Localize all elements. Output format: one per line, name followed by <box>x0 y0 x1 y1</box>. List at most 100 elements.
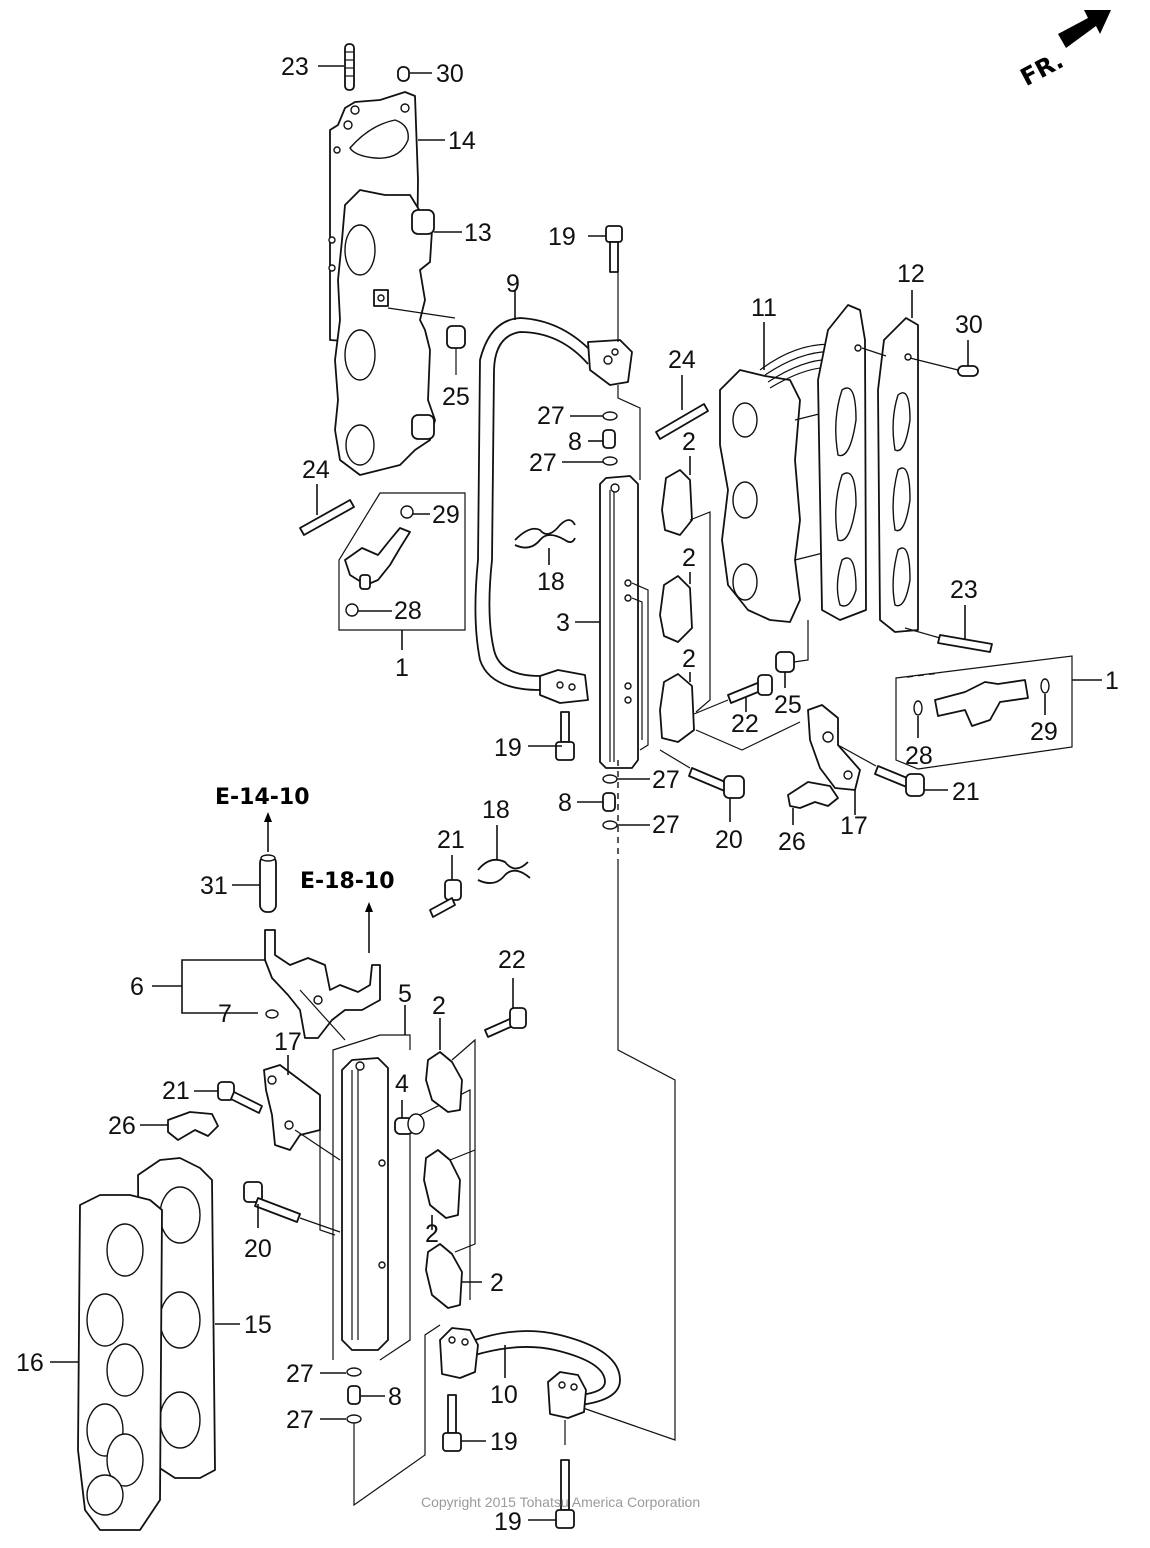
callout-17: 17 <box>274 1028 302 1056</box>
bolt-22-lower <box>484 978 527 1038</box>
gasket-16 <box>50 1194 163 1531</box>
stud-24-left <box>299 484 355 536</box>
copyright-notice: Copyright 2015 Tohatsu America Corporati… <box>421 1494 700 1510</box>
callout-9: 9 <box>506 270 520 298</box>
clip-18-lower <box>477 825 531 884</box>
callout-10: 10 <box>490 1381 518 1409</box>
callout-16: 16 <box>16 1349 44 1377</box>
nut-25-right <box>775 620 809 688</box>
callout-14: 14 <box>448 127 476 155</box>
callout-labels: 23 30 14 13 25 24 29 28 1 19 9 27 8 27 1… <box>16 53 1119 1536</box>
gasket-12 <box>861 290 959 633</box>
callout-2: 2 <box>490 1269 504 1297</box>
callout-26: 26 <box>778 828 806 856</box>
callout-5: 5 <box>398 980 412 1008</box>
callout-21: 21 <box>162 1077 190 1105</box>
callout-8: 8 <box>558 789 572 817</box>
manifold-11 <box>719 322 841 623</box>
callout-29: 29 <box>432 501 460 529</box>
callout-21: 21 <box>952 778 980 806</box>
callout-3: 3 <box>556 609 570 637</box>
callout-12: 12 <box>897 260 925 288</box>
washer-collar-bottom <box>320 1324 441 1507</box>
bolt-19-bottom-left <box>442 1394 486 1452</box>
callout-7: 7 <box>218 1000 232 1028</box>
pressure-regulator-6 <box>152 902 381 1041</box>
holders-2-upper <box>659 456 711 743</box>
callout-2: 2 <box>682 428 696 456</box>
callout-8: 8 <box>568 428 582 456</box>
callout-31: 31 <box>200 872 228 900</box>
callout-8: 8 <box>388 1383 402 1411</box>
callout-28: 28 <box>905 742 933 770</box>
callout-19: 19 <box>494 734 522 762</box>
clip-18-upper <box>514 519 576 565</box>
callout-18: 18 <box>537 568 565 596</box>
bolt-19-mid <box>528 711 575 761</box>
callout-27: 27 <box>537 402 565 430</box>
callout-1: 1 <box>1105 667 1119 695</box>
callout-4: 4 <box>395 1070 409 1098</box>
callout-1: 1 <box>395 654 409 682</box>
callout-30: 30 <box>436 60 464 88</box>
injector-kit-1-right <box>895 655 1102 770</box>
callout-23: 23 <box>950 576 978 604</box>
callout-28: 28 <box>394 597 422 625</box>
callout-29: 29 <box>1030 718 1058 746</box>
gasket-11b <box>817 304 867 621</box>
callout-2: 2 <box>425 1220 439 1248</box>
callout-24: 24 <box>668 346 696 374</box>
stud-24-right <box>655 375 709 440</box>
callout-19: 19 <box>490 1428 518 1456</box>
front-arrow-icon <box>1058 10 1111 48</box>
bolt-19-top <box>588 225 623 342</box>
callout-25: 25 <box>442 383 470 411</box>
bolt-19-bottom-right <box>528 1420 575 1529</box>
stud-23-right <box>904 605 993 653</box>
washer-collar-lower <box>559 760 676 1441</box>
clamp-26-right <box>787 781 839 825</box>
bolt-21-lower <box>429 855 462 918</box>
callout-27: 27 <box>286 1360 314 1388</box>
holders-2-lower <box>423 1018 482 1309</box>
plug-31 <box>232 812 277 913</box>
callout-26: 26 <box>108 1112 136 1140</box>
bolt-20-mid <box>659 749 745 822</box>
pin-30-top <box>397 66 432 82</box>
callout-18: 18 <box>482 796 510 824</box>
washer-collar-upper <box>562 385 641 480</box>
callout-22: 22 <box>498 946 526 974</box>
cross-ref-e-14-10[interactable]: E-14-10 <box>215 785 310 810</box>
bolt-21-left <box>194 1081 263 1114</box>
callout-27: 27 <box>529 449 557 477</box>
callout-2: 2 <box>682 544 696 572</box>
callout-11: 11 <box>751 294 777 322</box>
cross-ref-e-18-10[interactable]: E-18-10 <box>300 869 395 894</box>
bolt-22-mid <box>693 674 773 715</box>
injector-kit-1-left <box>338 492 466 650</box>
callout-27: 27 <box>652 766 680 794</box>
bracket-17-lower <box>263 1055 341 1236</box>
callout-24: 24 <box>302 456 330 484</box>
fuel-pipe-10 <box>439 1327 621 1419</box>
callout-15: 15 <box>244 1311 272 1339</box>
callout-2: 2 <box>682 645 696 673</box>
pin-30-right <box>957 340 979 377</box>
banjo-bolt-4 <box>394 1100 425 1135</box>
bolt-20-lower <box>243 1181 341 1233</box>
callout-21: 21 <box>437 826 465 854</box>
callout-25: 25 <box>774 691 802 719</box>
callout-27: 27 <box>286 1406 314 1434</box>
callout-13: 13 <box>464 219 492 247</box>
fuel-rail-5 <box>332 1005 471 1361</box>
bolt-21-right <box>837 744 948 797</box>
stud-23-top <box>318 43 355 91</box>
callout-27: 27 <box>652 811 680 839</box>
callout-20: 20 <box>715 826 743 854</box>
front-label: FR. <box>1016 46 1068 92</box>
callout-6: 6 <box>130 973 144 1001</box>
callout-22: 22 <box>731 710 759 738</box>
callout-19: 19 <box>494 1508 522 1536</box>
callout-19: 19 <box>548 223 576 251</box>
